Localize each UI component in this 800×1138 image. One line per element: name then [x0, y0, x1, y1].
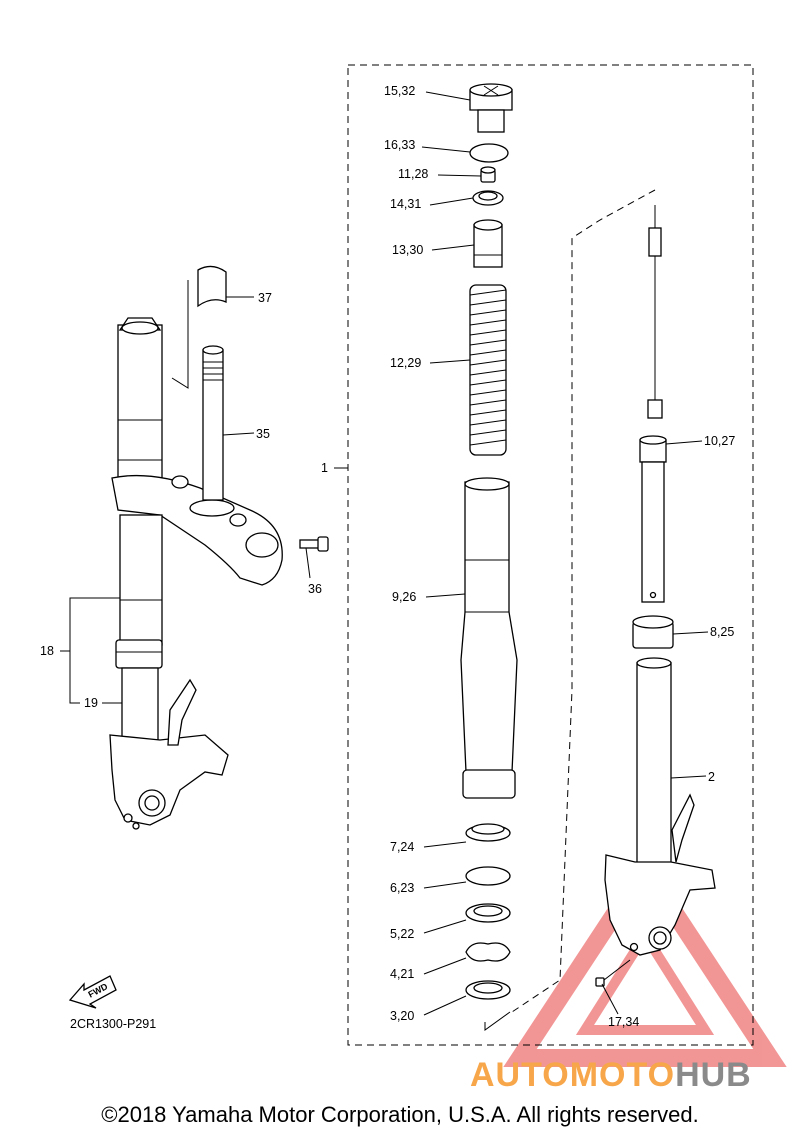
outer-tube — [460, 477, 518, 799]
copyright-notice: ©2018 Yamaha Motor Corporation, U.S.A. A… — [101, 1102, 699, 1127]
leader-lines — [60, 91, 709, 1016]
callout-11-28: 11,28 — [398, 167, 428, 181]
spacer-collar — [473, 219, 503, 268]
damper-cylinder — [639, 435, 667, 603]
callout-1: 1 — [321, 461, 328, 475]
callout-15-32: 15,32 — [384, 84, 415, 98]
fork-spring — [469, 284, 507, 456]
callout-2: 2 — [708, 770, 715, 784]
callout-16-33: 16,33 — [384, 138, 415, 152]
callout-9-26: 9,26 — [392, 590, 416, 604]
locknut — [480, 166, 496, 183]
cap-bolt — [469, 83, 513, 133]
callout-12-29: 12,29 — [390, 356, 421, 370]
callout-13-30: 13,30 — [392, 243, 423, 257]
washer-14 — [472, 190, 504, 206]
watermark-part1: AUTOMOTO — [470, 1056, 676, 1094]
clamp-collar — [197, 265, 227, 308]
slide-bushing-3 — [465, 980, 511, 1000]
callout-17-34: 17,34 — [608, 1015, 639, 1029]
assembly-boundary — [347, 64, 754, 1046]
inner-tube — [604, 657, 716, 956]
watermark-text: AUTOMOTOHUB — [470, 1056, 752, 1095]
callout-36: 36 — [308, 582, 322, 596]
assembled-fork — [109, 317, 283, 830]
watermark-logo — [503, 851, 787, 1067]
callout-37: 37 — [258, 291, 272, 305]
damper-rod — [647, 205, 663, 419]
retaining-clip — [465, 866, 511, 886]
bolt-36 — [299, 536, 329, 552]
callout-7-24: 7,24 — [390, 840, 414, 854]
callout-35: 35 — [256, 427, 270, 441]
o-ring — [469, 143, 509, 163]
oil-seal — [465, 903, 511, 923]
callout-10-27: 10,27 — [704, 434, 735, 448]
callout-8-25: 8,25 — [710, 625, 734, 639]
steering-stem — [202, 345, 224, 501]
callout-3-20: 3,20 — [390, 1009, 414, 1023]
callout-19: 19 — [84, 696, 98, 710]
wave-washer — [465, 942, 511, 962]
bolt-17 — [595, 959, 631, 987]
slide-bushing-8 — [632, 615, 674, 649]
callout-18: 18 — [40, 644, 54, 658]
fwd-arrow-icon: FWD — [68, 975, 117, 1009]
callout-14-31: 14,31 — [390, 197, 421, 211]
dust-seal-7 — [465, 823, 511, 842]
watermark-part2: HUB — [675, 1056, 752, 1094]
callout-4-21: 4,21 — [390, 967, 414, 981]
drawing-code: 2CR1300-P291 — [70, 1017, 156, 1031]
callout-6-23: 6,23 — [390, 881, 414, 895]
callout-5-22: 5,22 — [390, 927, 414, 941]
